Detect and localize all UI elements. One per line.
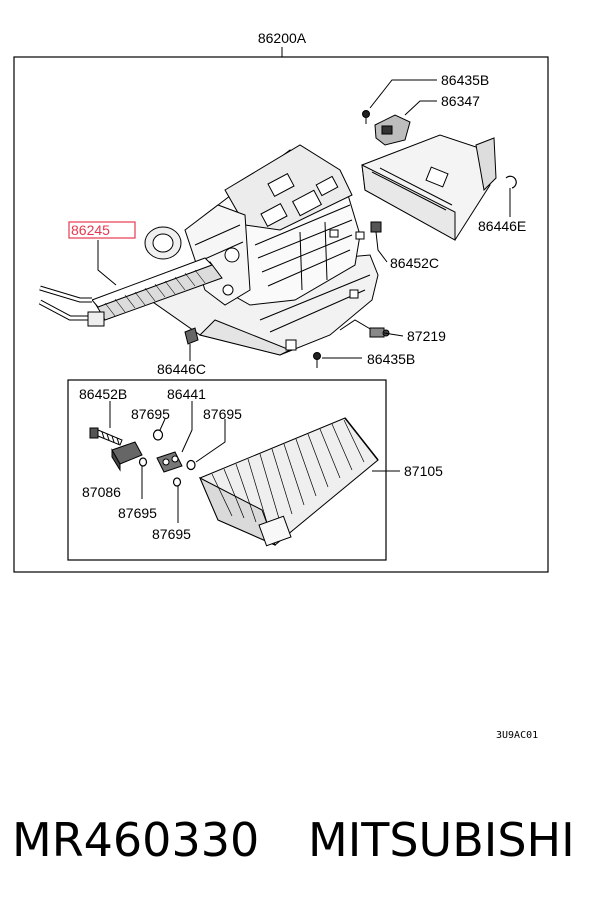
label-clip-mid: 86452C [390,255,439,271]
label-clip-right: 86446E [478,218,526,234]
evaporator-part [198,417,379,547]
clip-bottom-part [184,327,199,345]
leader-lines [97,79,511,523]
footer-part-number: MR460330 [12,813,259,867]
bolt-part [89,427,123,446]
label-screw-top: 86435B [441,72,489,88]
resistor-part [374,114,411,146]
label-evaporator: 87105 [404,463,443,479]
label-clip-bottom: 86446C [157,361,206,377]
label-oring-3: 87695 [118,505,157,521]
expansion-valve-part [111,441,143,472]
heater-core [38,257,223,327]
label-resistor: 86347 [441,93,480,109]
label-expansion-valve: 87086 [82,484,121,500]
highlight-box [68,221,136,239]
label-oring-2: 87695 [203,406,242,422]
clip-mid-part [370,221,382,233]
o-ring-parts [138,429,196,487]
outer-frame [13,56,549,573]
label-plate-inset: 86441 [167,386,206,402]
label-heater-core: 86245 [71,222,110,238]
label-oring-4: 87695 [152,526,191,542]
label-sensor: 87219 [407,328,446,344]
clip-right-part [505,175,517,189]
screw-bottom-part [313,352,321,368]
air-duct [361,134,497,241]
plate-part [156,451,183,473]
label-bolt-inset: 86452B [79,386,127,402]
label-screw-bottom: 86435B [367,351,415,367]
assembly-label: 86200A [258,30,307,46]
diagram-code: 3U9AC01 [496,730,538,741]
heater-unit-housing [144,144,379,356]
inset-frame [67,379,387,561]
screw-top-part [362,110,370,124]
label-oring-1: 87695 [131,406,170,422]
footer-brand: MITSUBISHI [308,813,575,867]
sensor-part [339,319,390,338]
